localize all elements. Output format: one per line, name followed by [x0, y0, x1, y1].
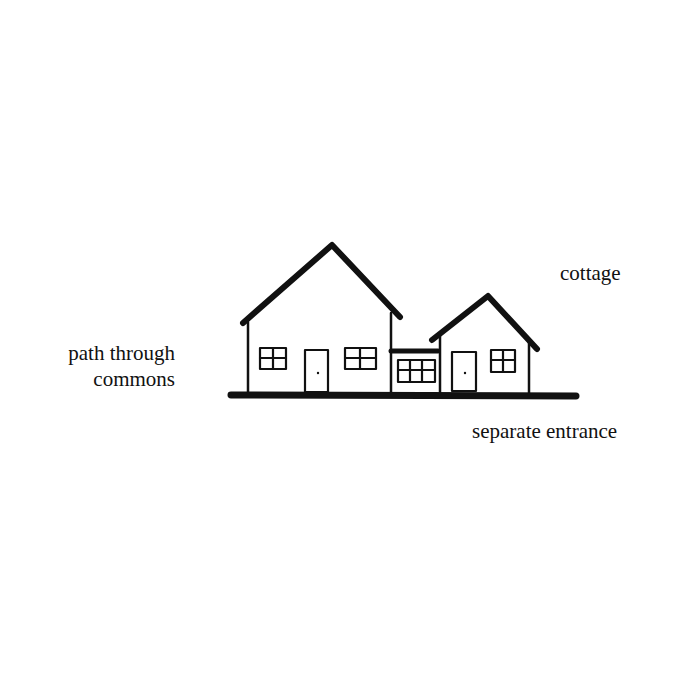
callout-label: separate entrance — [472, 418, 617, 444]
main-door — [305, 350, 328, 392]
ground-line — [231, 395, 576, 396]
callout-label: cottage — [560, 260, 621, 286]
main-windows — [260, 348, 376, 369]
main-walls — [248, 313, 391, 393]
link-window — [398, 360, 435, 382]
main-roof — [243, 245, 400, 323]
cottage-door — [452, 352, 476, 391]
callout-label: path through commons — [10, 340, 175, 392]
cottage-window — [491, 350, 515, 372]
cottage-walls — [440, 336, 529, 393]
link-roof — [391, 349, 438, 354]
door-knob — [464, 372, 466, 374]
cottage-roof — [432, 296, 537, 349]
door-knob — [317, 372, 319, 374]
